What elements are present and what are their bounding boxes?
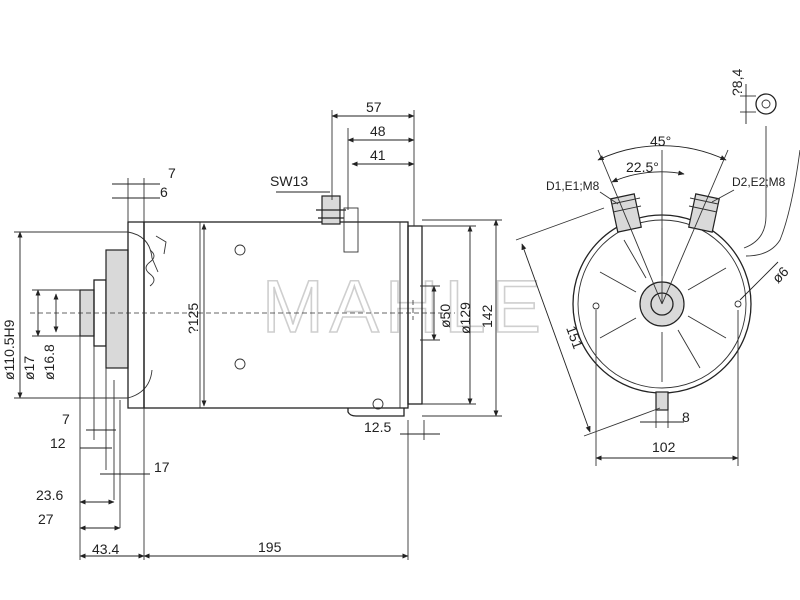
terminal-d2-e2 — [688, 193, 720, 233]
terminal-label-left: D1,E1;M8 — [546, 179, 600, 193]
motor-end-view: ?8,4 45° 22.5° D1,E1;M8 D2,E2;M8 ø6 151 … — [515, 69, 800, 466]
dim-142: 142 — [479, 304, 495, 328]
dia-17: ø17 — [21, 356, 37, 380]
dim-27: 27 — [38, 511, 54, 527]
leader-left — [599, 191, 619, 205]
dim-line-dia-6 — [739, 261, 779, 301]
dim-41: 41 — [370, 147, 386, 163]
body-screw-top — [234, 244, 246, 256]
dim-57: 57 — [366, 99, 382, 115]
dim-7-bottom: 7 — [62, 411, 70, 427]
angle-ray — [661, 149, 729, 305]
terminal-hex — [316, 209, 346, 219]
angle-45: 45° — [650, 133, 671, 149]
dia-110: ø110.5H9 — [1, 319, 17, 380]
mount-hole-left — [592, 302, 600, 310]
dim-8: 8 — [682, 409, 690, 425]
mounting-foot — [347, 408, 405, 417]
dia-6: ø6 — [769, 263, 792, 286]
ext-line — [583, 407, 661, 437]
terminal-label-right: D2,E2;M8 — [732, 175, 786, 189]
end-cap — [407, 225, 423, 405]
dim-sw13: SW13 — [270, 173, 308, 189]
terminal-d1-e1 — [610, 193, 642, 233]
cable-outer — [745, 149, 800, 257]
ext-line — [515, 207, 605, 241]
dim-151: 151 — [563, 324, 586, 352]
dim-line-151 — [521, 243, 591, 433]
dia-129: ø129 — [457, 302, 473, 334]
dim-6: 6 — [160, 184, 168, 200]
arc-45 — [597, 145, 727, 161]
bearing-block — [105, 249, 129, 369]
brush-spring — [145, 235, 167, 287]
dim-102: 102 — [652, 439, 676, 455]
bottom-stud — [655, 391, 669, 411]
flange-detail — [127, 231, 159, 399]
arc-22-5 — [611, 170, 685, 183]
motor-side-view: 7 6 SW13 57 48 41 ø110.5H9 ø17 ø16.8 ?12… — [1, 99, 502, 560]
leader-right — [711, 189, 735, 203]
dim-8-4: ?8,4 — [729, 69, 745, 96]
dia-125: ?125 — [185, 303, 201, 334]
dim-48: 48 — [370, 123, 386, 139]
dim-23-6: 23.6 — [36, 487, 63, 503]
body-screw-bottom — [234, 358, 246, 370]
mount-hole-right — [734, 300, 742, 308]
dim-17: 17 — [154, 459, 170, 475]
ring-terminal — [755, 93, 777, 115]
dim-12-5: 12.5 — [364, 419, 391, 435]
mahle-watermark: MAHLE — [262, 265, 547, 348]
dim-195: 195 — [258, 539, 282, 555]
angle-22-5: 22.5° — [626, 159, 659, 175]
ring-terminal-hole — [761, 99, 771, 109]
dim-7-top: 7 — [168, 165, 176, 181]
foot-screw — [372, 398, 384, 410]
end-flange — [127, 221, 145, 409]
cable — [743, 126, 767, 249]
dim-12: 12 — [50, 435, 66, 451]
dia-16-8: ø16.8 — [41, 344, 57, 380]
dim-43-4: 43.4 — [92, 541, 119, 557]
terminal-bracket — [343, 207, 359, 253]
dia-50: ø50 — [437, 304, 453, 328]
angle-ray — [597, 149, 663, 305]
